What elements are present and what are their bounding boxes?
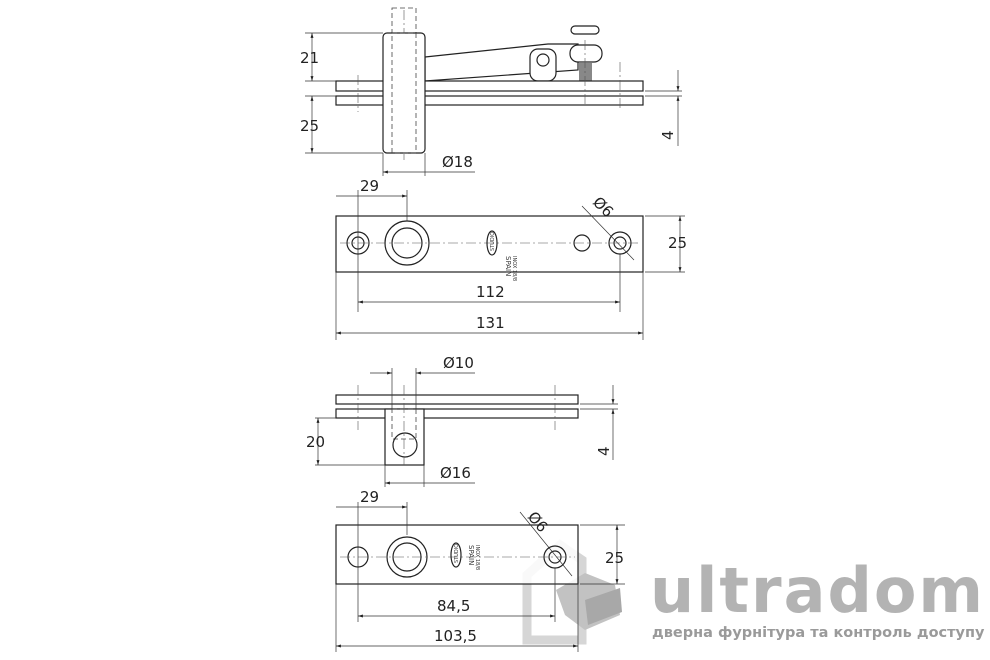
manufacturer-stamp: STUDIO SPAIN INOX 18/8: [486, 230, 517, 281]
lower-glass-plate: [335, 408, 579, 419]
dim-outer-diameter: Ø16: [440, 464, 471, 482]
stamp-origin: SPAIN: [467, 545, 475, 565]
top-plate-view: STUDIO SPAIN INOX 18/8 29 Ø6 25 112 131: [335, 177, 687, 340]
ultradom-logo: ultradom дверна фурнітура та контроль до…: [522, 539, 985, 645]
dim-pin-diameter: Ø18: [442, 153, 473, 171]
adjust-screw-head-housing: [569, 44, 603, 63]
bottom-plate-outline: [335, 524, 579, 585]
upper-glass-plate: [335, 80, 644, 92]
logo-tagline: дверна фурнітура та контроль доступу: [652, 625, 985, 641]
logo-cube-face: [585, 588, 622, 625]
dim-hole-spacing: 84,5: [437, 597, 470, 615]
floor-socket: [384, 408, 425, 466]
dim-inner-diameter: Ø10: [443, 354, 474, 372]
stamp-material: INOX 18/8: [474, 545, 480, 570]
bottom-side-view: Ø10 20 Ø16 4: [306, 354, 618, 487]
top-side-view: 21 25 Ø18 4: [300, 7, 682, 176]
top-plate-outline: [335, 215, 644, 273]
dim-plate-width: 25: [668, 234, 687, 252]
stamp-brand: STUDIO: [454, 544, 460, 563]
dim-line-d6: [519, 511, 573, 577]
logo-wordmark: ultradom: [650, 554, 985, 627]
dim-glass-gap: 4: [659, 130, 677, 140]
pin-bore: [391, 32, 417, 154]
adjust-screw-knob: [570, 25, 600, 35]
pivot-pin: [382, 32, 426, 154]
upper-glass-plate: [335, 394, 579, 405]
lower-glass-plate: [335, 95, 644, 106]
threaded-screw: [579, 63, 592, 81]
stamp-origin: SPAIN: [504, 256, 512, 276]
stamp-oval: [486, 230, 498, 256]
socket-ball: [392, 432, 418, 458]
dim-socket-height: 20: [306, 433, 325, 451]
dim-hole-spacing-left: 29: [360, 488, 379, 506]
bottom-plate-view: STUDIO SPAIN INOX 18/8 29 Ø6 25 84,5 103…: [335, 488, 625, 652]
stamp-brand: STUDIO: [490, 232, 496, 251]
stamp-oval: [450, 542, 462, 568]
hinge-pin-hole: [536, 53, 550, 67]
dim-height-below: 25: [300, 117, 319, 135]
manufacturer-stamp: STUDIO SPAIN INOX 18/8: [450, 542, 480, 570]
dim-plate-length: 131: [476, 314, 505, 332]
dim-line-d6: [581, 205, 635, 261]
dim-hole-spacing-left: 29: [360, 177, 379, 195]
dim-plate-width: 25: [605, 549, 624, 567]
dim-plate-length: 103,5: [434, 627, 477, 645]
dim-height-above: 21: [300, 49, 319, 67]
dim-glass-gap: 4: [595, 446, 613, 456]
dim-hole-spacing: 112: [476, 283, 505, 301]
stamp-material: INOX 18/8: [511, 256, 517, 281]
